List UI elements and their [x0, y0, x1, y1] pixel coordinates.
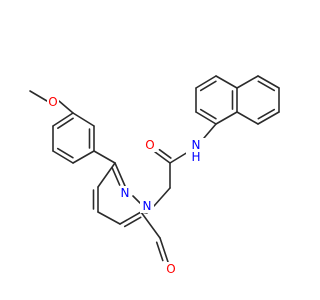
atom-labels: O O N H N N O [47, 95, 206, 276]
atom-label-h: H [191, 150, 200, 164]
bond-14-inner [123, 216, 142, 228]
atom-n-ring-b: N [140, 199, 154, 213]
bond-13 [97, 211, 121, 225]
bond-14 [119, 211, 142, 225]
bond-17-inner [155, 241, 164, 262]
bond-4 [72, 150, 95, 164]
bond-29 [236, 75, 259, 89]
bond-5 [52, 150, 74, 164]
bond-7 [52, 112, 74, 127]
bond-1 [58, 100, 74, 114]
bond-0 [29, 90, 48, 102]
bond-25 [195, 75, 217, 89]
atom-label-o: O [48, 95, 57, 109]
bond-8 [93, 150, 116, 164]
atom-n-ring-a: N [118, 186, 132, 200]
bond-7-inner [57, 117, 74, 130]
bond-18 [153, 187, 171, 207]
bond-17 [159, 237, 169, 263]
atom-label-o: O [166, 262, 175, 276]
bond-21 [169, 151, 189, 164]
bond-lines [29, 75, 280, 263]
bond-10 [132, 195, 141, 204]
bond-26 [215, 75, 238, 89]
atom-o-methoxy: O [47, 95, 59, 109]
bond-20-inner [158, 148, 172, 159]
bond-11 [97, 162, 116, 188]
bond-23-inner [199, 108, 217, 120]
bond-9-inner [111, 166, 121, 186]
bond-22 [203, 123, 217, 139]
bond-33 [236, 111, 259, 125]
bond-28 [215, 111, 238, 125]
bond-5-inner [56, 147, 74, 159]
atom-n-amide: N H [186, 138, 206, 164]
atom-label-o: O [145, 138, 154, 152]
bond-30 [257, 75, 280, 89]
bond-16 [140, 211, 161, 239]
molecule-structure: O O N H N N O [29, 75, 280, 276]
bond-9 [114, 162, 126, 187]
bond-32 [257, 111, 280, 125]
atom-label-n: N [192, 138, 201, 152]
atom-o-ring: O [165, 262, 177, 276]
bond-2 [72, 112, 95, 127]
atom-label-n: N [121, 186, 130, 200]
bond-32-inner [257, 108, 276, 120]
atom-o-amide: O [144, 138, 156, 152]
bond-20 [154, 151, 171, 164]
atom-label-n: N [143, 199, 152, 213]
bond-25-inner [199, 80, 217, 92]
bond-23 [195, 111, 217, 125]
bond-30-inner [257, 80, 276, 92]
